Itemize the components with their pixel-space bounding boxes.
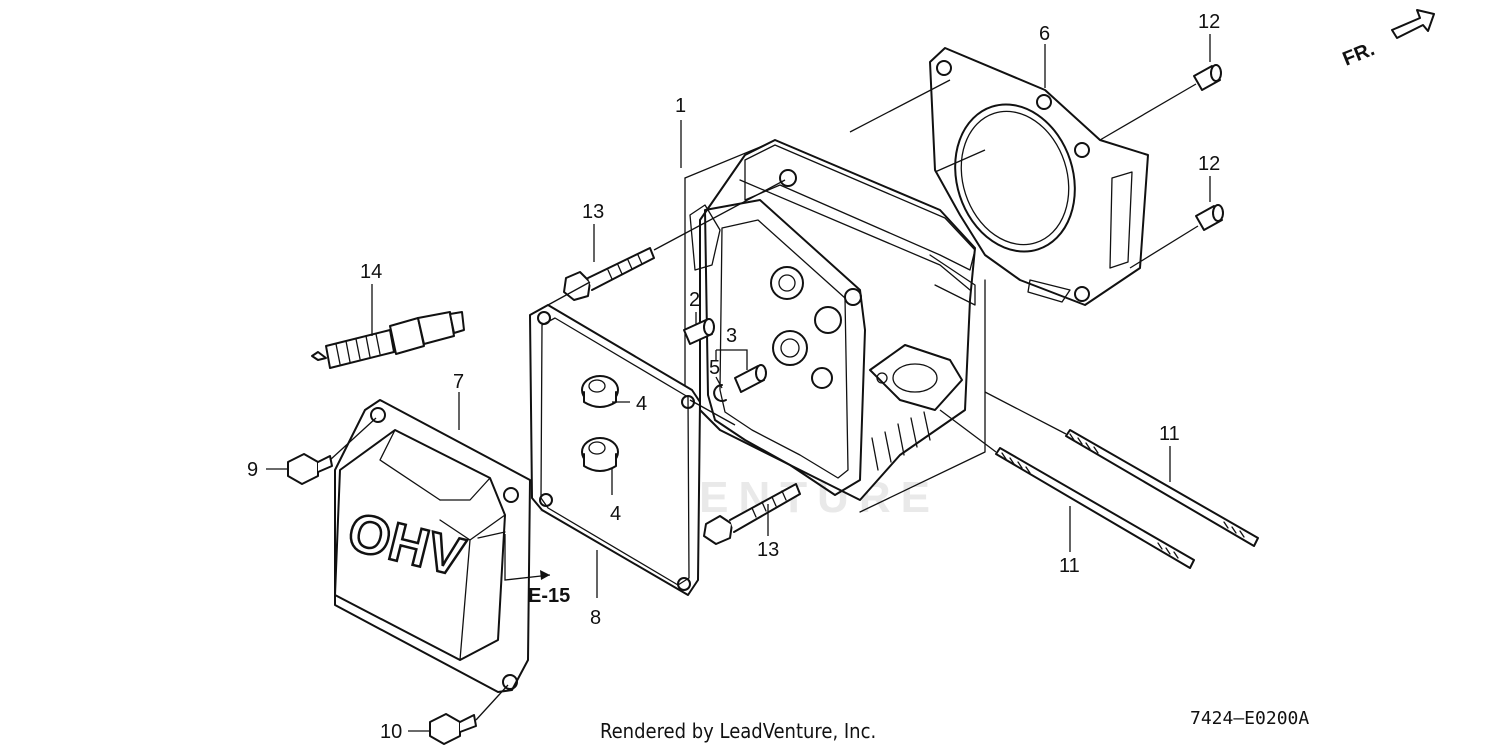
bolt-13-upper [563, 247, 655, 301]
cylinder-head [684, 139, 986, 513]
front-direction-label: FR. [1340, 38, 1378, 70]
callout-13b: 13 [757, 539, 779, 561]
callout-1: 1 [675, 95, 686, 117]
callout-14: 14 [360, 261, 382, 283]
reference-link-e15[interactable]: E-15 [528, 585, 570, 607]
callout-11b: 11 [1059, 555, 1080, 577]
footer-credit: Rendered by LeadVenture, Inc. [600, 719, 876, 743]
dowel-pin [683, 318, 715, 345]
bolt-10 [429, 713, 477, 745]
bolt-9 [287, 453, 333, 485]
bolt-13-lower [703, 483, 801, 545]
callout-11a: 11 [1159, 423, 1180, 445]
leader-lines [266, 34, 1211, 732]
callout-3: 3 [726, 325, 737, 347]
grommet-upper [581, 375, 619, 408]
dowel-12-lower [1195, 204, 1224, 231]
callout-4a: 4 [636, 393, 647, 415]
front-arrow-icon [1391, 9, 1435, 39]
dowel-12-upper [1193, 64, 1222, 91]
callout-10: 10 [380, 721, 402, 743]
head-gasket [929, 47, 1149, 306]
diagram-code: 7424—E0200A [1190, 708, 1309, 729]
callout-9: 9 [247, 459, 258, 481]
callout-4b: 4 [610, 503, 621, 525]
callout-12a: 12 [1198, 11, 1220, 33]
callout-2: 2 [689, 289, 700, 311]
grommet-lower [581, 437, 619, 472]
callout-7: 7 [453, 371, 464, 393]
o-ring [713, 384, 727, 402]
callout-6: 6 [1039, 23, 1050, 45]
stud-lower [995, 447, 1195, 569]
callout-12b: 12 [1198, 153, 1220, 175]
stud-upper [1065, 429, 1259, 547]
callout-5: 5 [709, 357, 720, 379]
callout-13a: 13 [582, 201, 604, 223]
callout-8: 8 [590, 607, 601, 629]
callouts: 1 2 3 5 4 4 6 7 8 9 10 11 11 12 12 13 13… [247, 11, 1220, 743]
spark-plug [311, 311, 465, 369]
dowel-pin-3 [734, 364, 767, 393]
head-cover [334, 399, 531, 693]
